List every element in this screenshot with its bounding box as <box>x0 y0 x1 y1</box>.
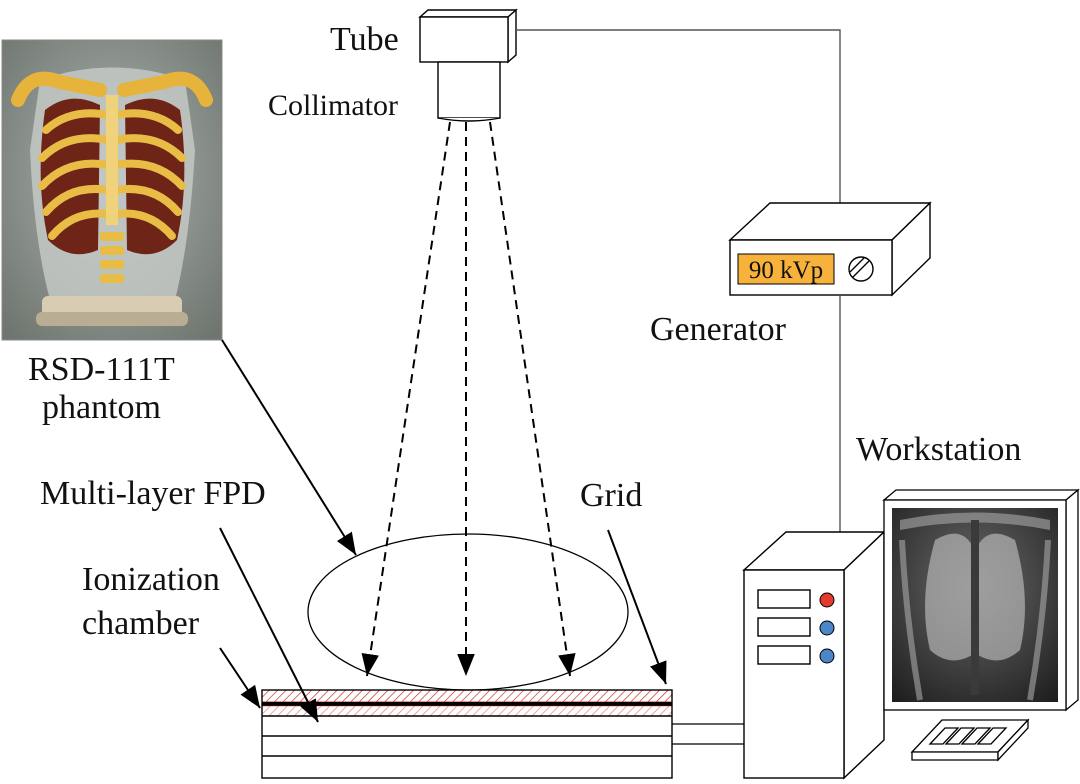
workstation-tower <box>742 530 886 780</box>
keyboard <box>910 718 1030 762</box>
workstation-monitor <box>882 488 1080 712</box>
blue-led-icon <box>819 620 835 636</box>
cable-tube-generator <box>516 29 841 235</box>
workstation-label: Workstation <box>856 431 1022 468</box>
generator-knob-icon <box>848 256 874 282</box>
xray-beams <box>361 121 576 677</box>
collimator-box <box>437 61 501 122</box>
ionization-chamber-label-line2: chamber <box>82 605 200 642</box>
cable-detector-workstation <box>672 723 744 745</box>
tube-label: Tube <box>330 21 399 58</box>
phantom-photo <box>1 39 223 341</box>
phantom-label-line1: RSD-111T <box>28 351 175 388</box>
blue-led-icon <box>819 648 835 664</box>
phantom-label-line2: phantom <box>42 389 161 426</box>
ionization-chamber-label-line1: Ionization <box>82 561 220 598</box>
phantom-outline-ellipse <box>307 533 629 691</box>
generator-label: Generator <box>650 311 786 348</box>
grid-label: Grid <box>580 477 643 514</box>
collimator-label: Collimator <box>268 89 398 122</box>
detector-stack <box>261 689 673 779</box>
generator-display <box>737 253 835 285</box>
red-led-icon <box>819 592 835 608</box>
tube-box <box>418 8 518 64</box>
multilayer-fpd-label: Multi-layer FPD <box>40 475 266 512</box>
pointer-arrows <box>219 339 667 723</box>
generator-display-value: 90 kVp <box>749 257 823 284</box>
